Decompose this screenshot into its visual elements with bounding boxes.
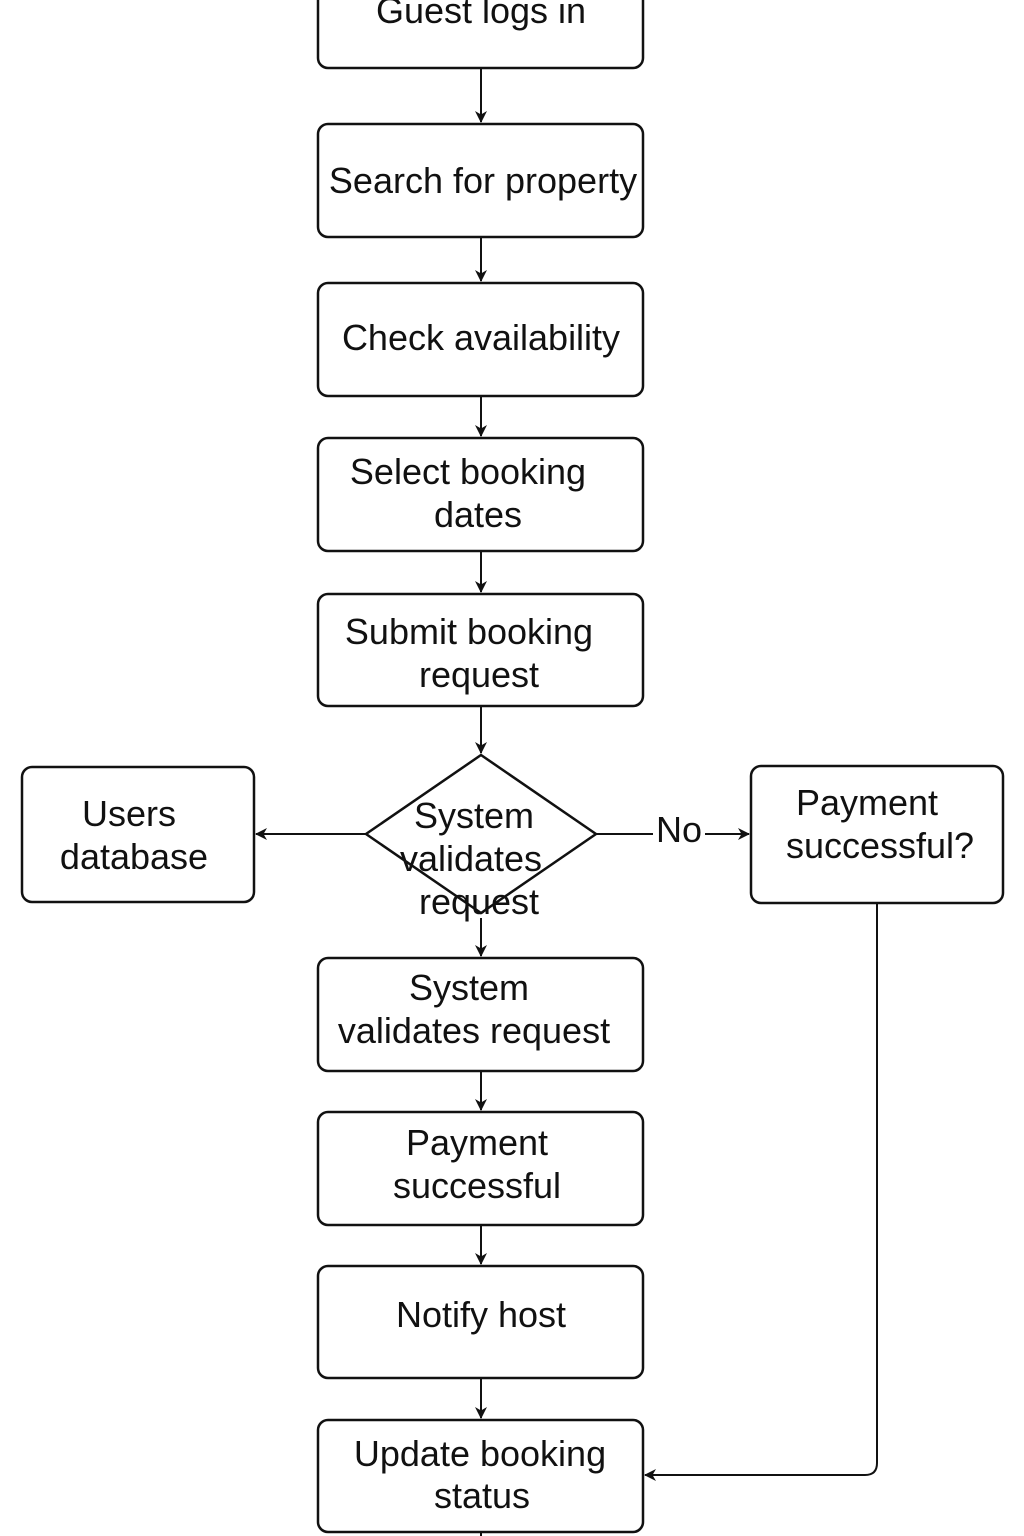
node-label: Check availability — [342, 317, 620, 358]
node-label: Notify host — [396, 1294, 566, 1335]
node-label: System validates request — [400, 795, 552, 922]
node-guest-logs-in: Guest logs in — [316, 0, 645, 70]
node-system-validates-request: System validates request — [316, 956, 645, 1073]
node-search-for-property: Search for property — [316, 122, 645, 239]
no-label-background — [653, 810, 705, 850]
node-users-database: Users database — [20, 765, 256, 904]
node-payment-successful-question: Payment successful? — [749, 764, 1005, 905]
node-update-booking-status: Update booking status — [316, 1418, 645, 1534]
node-system-validates-decision: System validates request — [363, 753, 599, 922]
node-select-booking-dates: Select booking dates — [316, 436, 645, 553]
node-label: Guest logs in — [376, 0, 586, 31]
node-label: Select booking dates — [350, 451, 596, 535]
node-notify-host: Notify host — [316, 1264, 645, 1380]
node-label: Submit booking request — [345, 611, 603, 695]
node-label: System validates request — [338, 967, 610, 1051]
edge-payment-question-to-update — [644, 903, 878, 1481]
edge-label-no: No — [656, 809, 702, 850]
node-submit-booking-request: Submit booking request — [316, 592, 645, 708]
node-label: Payment successful? — [786, 782, 974, 866]
edges — [255, 68, 878, 1536]
node-label: Search for property — [329, 160, 637, 201]
node-label: Users database — [60, 793, 208, 877]
node-check-availability: Check availability — [316, 281, 645, 398]
node-label: Update booking status — [354, 1433, 616, 1516]
node-label: Payment successful — [393, 1122, 561, 1206]
node-payment-successful: Payment successful — [316, 1110, 645, 1227]
